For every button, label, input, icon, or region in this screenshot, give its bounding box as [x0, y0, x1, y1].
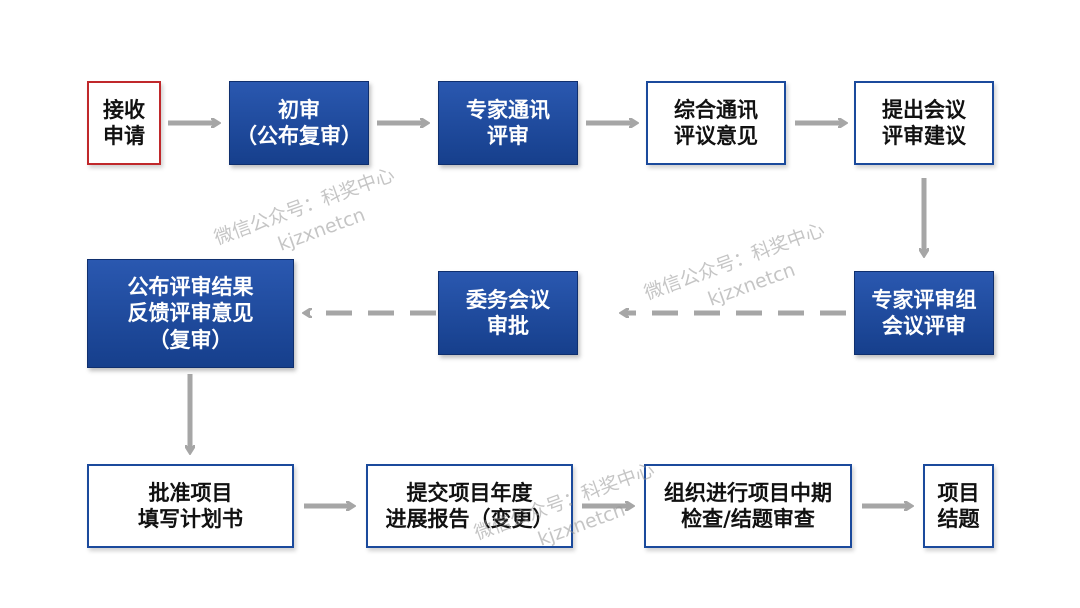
node-approve-project: 批准项目 填写计划书: [87, 464, 294, 548]
node-publish-results: 公布评审结果 反馈评审意见 （复审）: [87, 259, 294, 368]
node-receive-application: 接收 申请: [87, 81, 161, 165]
node-comprehensive-opinion: 综合通讯 评议意见: [646, 81, 786, 165]
node-committee-approval: 委务会议 审批: [438, 271, 578, 355]
node-first-review: 初审 （公布复审）: [229, 81, 369, 165]
node-expert-group-meeting: 专家评审组 会议评审: [854, 271, 994, 355]
node-expert-correspondence-review: 专家通讯 评审: [438, 81, 578, 165]
node-annual-progress-report: 提交项目年度 进展报告（变更）: [366, 464, 573, 548]
node-project-closure: 项目 结题: [923, 464, 994, 548]
node-midterm-check: 组织进行项目中期 检查/结题审查: [644, 464, 852, 548]
node-propose-meeting-review: 提出会议 评审建议: [854, 81, 994, 165]
